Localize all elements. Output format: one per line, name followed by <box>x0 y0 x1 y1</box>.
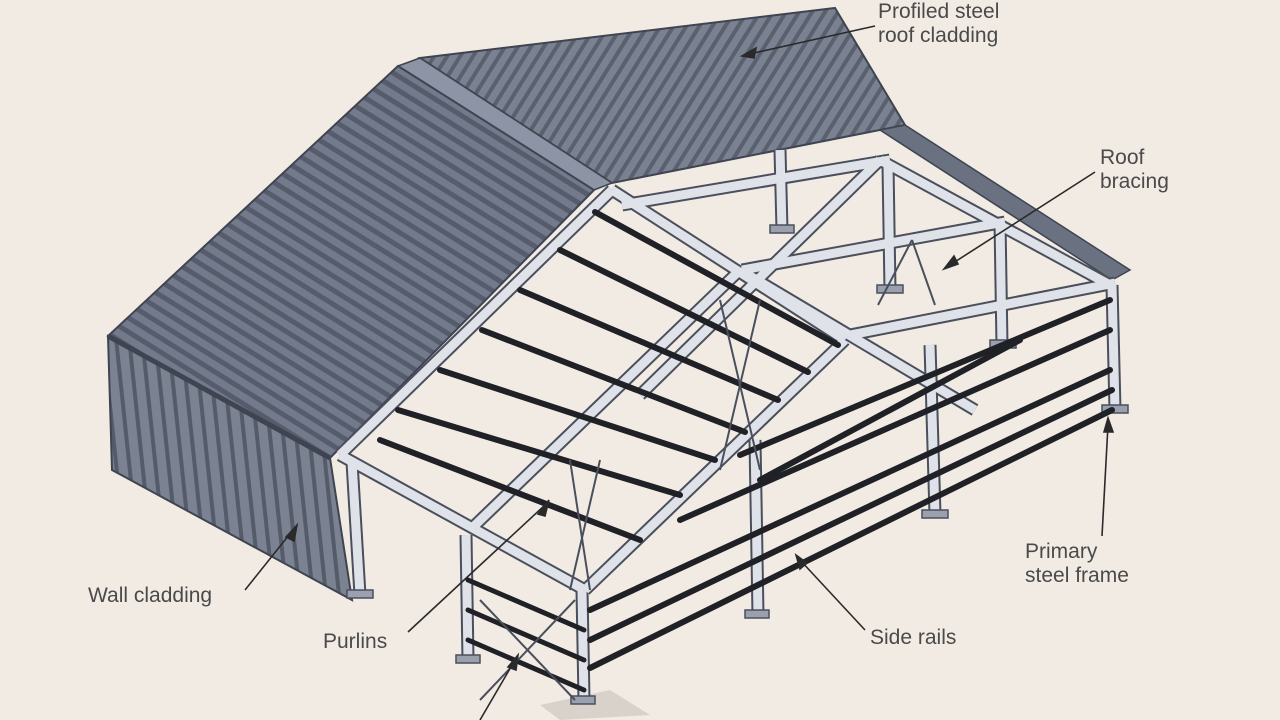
purlins <box>377 209 841 543</box>
label-roof-cladding: Profiled steel roof cladding <box>878 0 999 48</box>
label-side-rails: Side rails <box>870 626 957 649</box>
label-roof-cladding-line2: roof cladding <box>878 24 999 47</box>
label-primary-frame-line2: steel frame <box>1025 564 1129 587</box>
gable-rails <box>465 577 587 693</box>
label-purlins: Purlins <box>323 630 388 653</box>
leader-lines <box>244 25 1115 720</box>
ground-shadow <box>540 690 650 720</box>
side-rails <box>587 297 1115 671</box>
bracing <box>479 239 936 701</box>
label-roof-cladding-line1: Profiled steel <box>878 0 1000 23</box>
right-eave-trim <box>878 124 1132 281</box>
label-roof-bracing: Roof bracing <box>1100 146 1169 194</box>
label-wall-cladding: Wall cladding <box>88 584 213 607</box>
label-primary-steel-frame: Primary steel frame <box>1025 540 1129 588</box>
label-roof-bracing-line2: bracing <box>1100 170 1169 193</box>
eave-trim <box>106 333 332 461</box>
label-primary-frame-line1: Primary <box>1025 540 1098 563</box>
label-roof-bracing-line1: Roof <box>1100 146 1145 169</box>
